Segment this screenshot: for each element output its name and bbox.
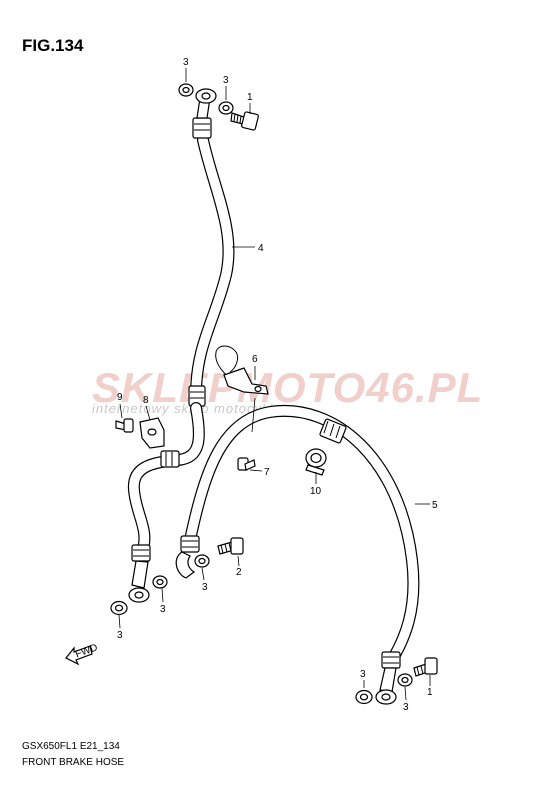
figure-title: FIG.134 (22, 36, 84, 55)
callout-6: 6 (252, 354, 258, 365)
callout-5: 5 (432, 500, 438, 511)
callout-3: 3 (202, 582, 208, 593)
figure-code: GSX650FL1 E21_134 (22, 741, 120, 752)
callout-3: 3 (223, 75, 229, 86)
callout-10: 10 (310, 486, 322, 497)
washer-left-caliper-b (152, 575, 168, 589)
union-bolt-right (413, 657, 438, 677)
callout-2: 2 (236, 567, 242, 578)
clamp-bracket-8 (139, 417, 165, 449)
callout-8: 8 (143, 395, 149, 406)
callout-3: 3 (403, 702, 409, 713)
bolt-9 (115, 418, 134, 433)
fwd-arrow-icon: FWD (65, 642, 99, 666)
washer-right-caliper-a (355, 689, 373, 705)
washer-right-caliper-b (397, 673, 413, 687)
callout-1: 1 (247, 92, 253, 103)
watermark-logo: SKLEPMOTO46.PL (92, 364, 484, 411)
hose-5 (175, 404, 420, 705)
washer-mid-a (194, 554, 210, 568)
banjo-fitting-top (192, 88, 217, 139)
hose-4 (188, 134, 235, 407)
callout-3: 3 (160, 604, 166, 615)
leader-lines (118, 68, 431, 701)
callout-3: 3 (117, 630, 123, 641)
union-bolt-2 (217, 537, 244, 555)
callout-4: 4 (258, 243, 264, 254)
callout-labels: 3 3 1 4 6 9 8 7 10 5 2 3 3 3 3 3 1 (117, 57, 438, 713)
washer-top-left (178, 83, 194, 97)
fwd-label: FWD (74, 642, 99, 660)
washer-top-right (218, 101, 234, 115)
union-bolt-top (230, 111, 259, 131)
hose-left-branch (127, 402, 205, 603)
callout-1: 1 (427, 687, 433, 698)
callout-3: 3 (183, 57, 189, 68)
figure-name: FRONT BRAKE HOSE (22, 757, 125, 768)
clamp-10 (305, 448, 327, 476)
callout-3: 3 (360, 669, 366, 680)
washer-left-caliper-a (110, 600, 128, 616)
bolt-7 (237, 457, 256, 471)
bracket-6 (215, 345, 269, 395)
callout-9: 9 (117, 392, 123, 403)
callout-7: 7 (264, 467, 270, 478)
